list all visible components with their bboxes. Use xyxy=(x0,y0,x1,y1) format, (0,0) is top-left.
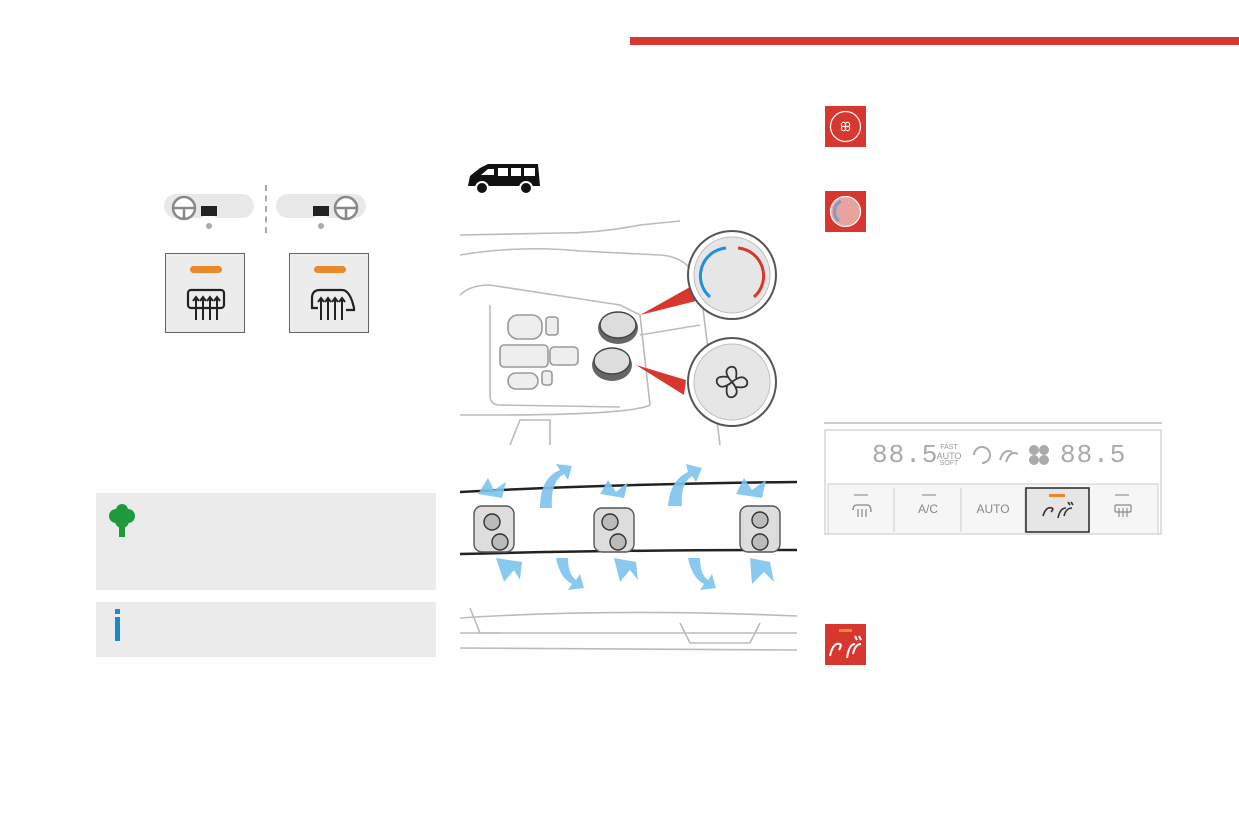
ac-right-display: 88.5 xyxy=(1060,440,1127,470)
air-distribution-icon xyxy=(825,624,866,665)
indicator-led xyxy=(314,266,346,273)
rear-window-defrost-icon xyxy=(186,288,226,320)
divider xyxy=(265,185,267,233)
lhd-steering-icon xyxy=(171,195,217,232)
info-icon xyxy=(115,609,120,641)
eco-tip-box xyxy=(96,493,436,590)
fan-icon xyxy=(715,365,749,399)
eco-tree-icon xyxy=(109,504,135,537)
section-header-bar xyxy=(630,37,1239,45)
recirculation-icon xyxy=(973,446,991,464)
fan-icon xyxy=(1029,445,1049,465)
auto-button[interactable]: AUTO xyxy=(976,502,1010,516)
ac-button[interactable]: A/C xyxy=(917,502,938,516)
fan-speed-icon xyxy=(825,106,866,147)
van-silhouette-icon xyxy=(468,164,540,195)
temperature-icon xyxy=(825,191,866,232)
air-distribution-icon xyxy=(999,450,1019,463)
info-tip-box xyxy=(96,602,436,657)
windscreen-defrost-icon xyxy=(852,504,872,517)
fan-dial xyxy=(687,337,777,427)
mode-fast-label: FAST xyxy=(940,444,958,451)
auto-mode-indicator: FAST AUTO SOFT xyxy=(934,444,964,468)
indicator-led xyxy=(190,266,222,273)
rhd-steering-icon xyxy=(313,195,359,232)
climate-control-panel xyxy=(824,422,1162,535)
windscreen-defrost-button[interactable] xyxy=(289,253,369,333)
rear-window-defrost-icon[interactable] xyxy=(1114,504,1132,518)
display-status-icons xyxy=(973,445,1049,465)
panel-air-distribution-button[interactable] xyxy=(1040,500,1076,520)
mode-auto-label: AUTO xyxy=(936,451,962,461)
dashboard-controls-illustration xyxy=(460,220,777,445)
panel-rear-defrost-button[interactable] xyxy=(828,488,894,532)
ac-left-display: 88.5 xyxy=(872,440,939,470)
rear-air-vents-illustration xyxy=(460,464,797,651)
temperature-dial-icon xyxy=(687,230,777,320)
mode-soft-label: SOFT xyxy=(939,460,959,467)
rear-defrost-button[interactable] xyxy=(165,253,245,333)
windscreen-defrost-icon xyxy=(310,288,356,320)
